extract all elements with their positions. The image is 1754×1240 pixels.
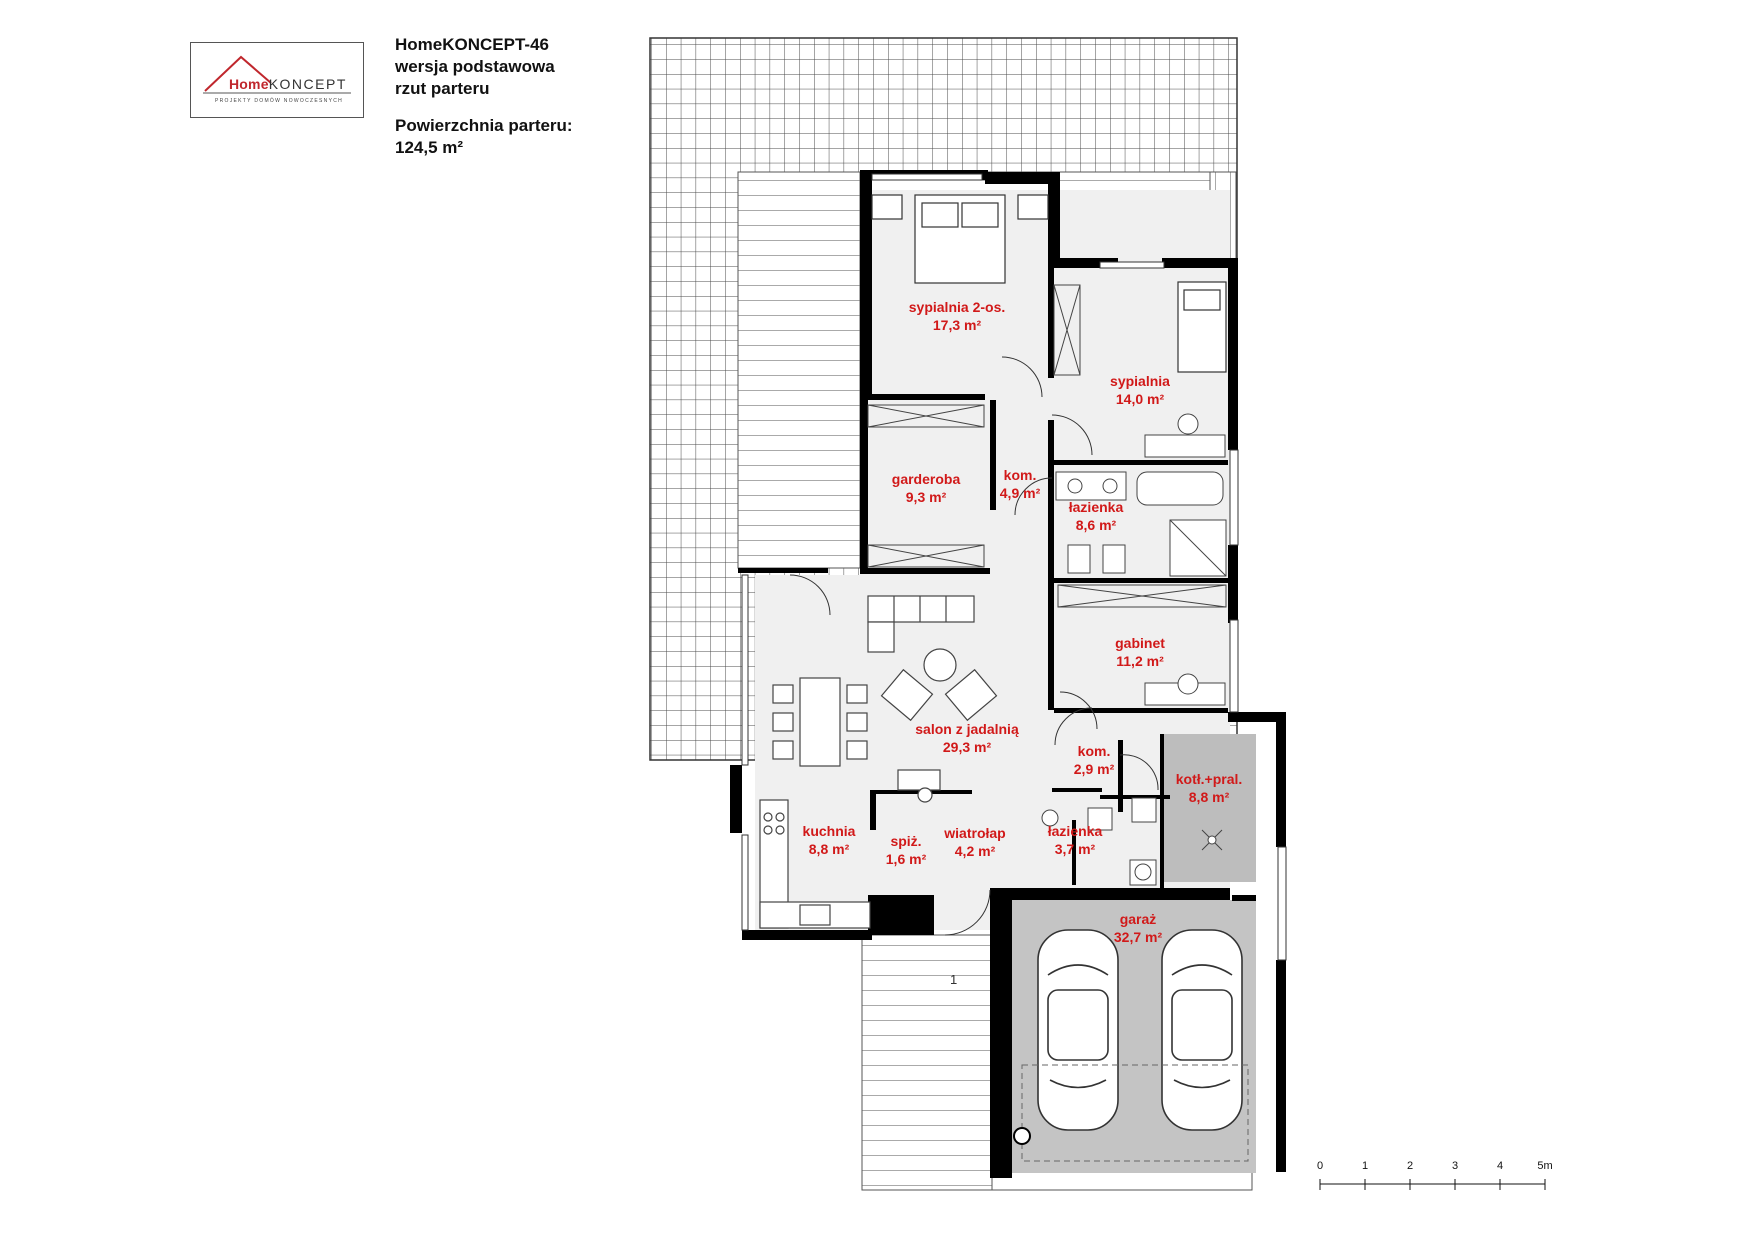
bathroom-fixtures (1041, 471, 1227, 831)
room-label-master-bedroom: sypialnia 2-os. 17,3 m² (909, 298, 1005, 334)
room-name: łazienka (1068, 499, 1124, 515)
room-label-vestibule: wiatrołap 4,2 m² (944, 824, 1005, 860)
scale-tick-label: 0 (1316, 1160, 1324, 1172)
room-area: 14,0 m² (1115, 391, 1165, 407)
boiler-room-fill (1160, 734, 1256, 882)
logo-wordmark: HomeKONCEPT (229, 76, 347, 92)
scale-tick-label: 3 (1451, 1160, 1459, 1172)
windows (741, 173, 1287, 961)
scale-tick-label: 1 (1361, 1160, 1369, 1172)
room-label-living-dining: salon z jadalnią 29,3 m² (915, 720, 1018, 756)
room-name: kom. (1003, 467, 1037, 483)
room-name: łazienka (1047, 823, 1103, 839)
room-label-hall-2: kom. 2,9 m² (1074, 742, 1114, 778)
room-name: sypialnia (1110, 373, 1170, 389)
room-label-office: gabinet 11,2 m² (1115, 634, 1165, 670)
logo-tagline: PROJEKTY DOMÓW NOWOCZESNYCH (214, 98, 344, 104)
room-label-kitchen: kuchnia 8,8 m² (803, 822, 856, 858)
room-label-garage: garaż 32,7 m² (1114, 910, 1162, 946)
room-area: 4,2 m² (954, 843, 996, 859)
coffee-table (923, 648, 957, 682)
sofa (867, 595, 975, 653)
dining-table (772, 677, 868, 767)
room-name: garaż (1119, 911, 1157, 927)
room-name: kuchnia (802, 823, 856, 839)
garage-door-line (1021, 1064, 1249, 1162)
room-name: wiatrołap (944, 825, 1006, 841)
room-area: 3,7 m² (1054, 841, 1096, 857)
room-label-hall-1: kom. 4,9 m² (1000, 466, 1040, 502)
house-roof-icon (203, 55, 351, 94)
title-block: HomeKONCEPT-46 wersja podstawowa rzut pa… (395, 34, 573, 159)
room-area: 8,6 m² (1075, 517, 1117, 533)
room-name: kotł.+pral. (1175, 771, 1243, 787)
room-label-bedroom: sypialnia 14,0 m² (1110, 372, 1170, 408)
area-value: 124,5 m² (395, 138, 464, 157)
room-area: 17,3 m² (932, 317, 982, 333)
room-area: 4,9 m² (999, 485, 1041, 501)
logo-brand-a: Home (229, 76, 269, 92)
room-label-boiler-laundry: kotł.+pral. 8,8 m² (1176, 770, 1243, 806)
brand-logo: HomeKONCEPT PROJEKTY DOMÓW NOWOCZESNYCH (190, 42, 364, 118)
boiler-room-fixtures (1129, 797, 1223, 886)
room-name: gabinet (1115, 635, 1165, 651)
room-area: 8,8 m² (808, 841, 850, 857)
armchairs (880, 668, 998, 722)
room-area: 32,7 m² (1113, 929, 1163, 945)
plan-view-name: rzut parteru (395, 79, 490, 98)
project-name: HomeKONCEPT-46 (395, 35, 549, 54)
project-variant: wersja podstawowa (395, 57, 555, 76)
garage-car-left (1037, 929, 1119, 1131)
scale-bar (1319, 1179, 1546, 1190)
bed-single (1177, 281, 1227, 373)
room-name: garderoba (891, 471, 961, 487)
room-name: sypialnia 2-os. (908, 299, 1006, 315)
bed-double (871, 194, 1049, 284)
room-name: salon z jadalnią (915, 721, 1019, 737)
stair-step-number: 1 (950, 972, 958, 987)
door-swings (789, 356, 1159, 936)
garage-drain (1013, 1127, 1031, 1145)
desks (1144, 413, 1226, 706)
room-area: 9,3 m² (905, 489, 947, 505)
room-label-bathroom-small: łazienka 3,7 m² (1048, 822, 1102, 858)
room-label-wardrobe: garderoba 9,3 m² (892, 470, 960, 506)
room-area: 2,9 m² (1073, 761, 1115, 777)
room-area: 8,8 m² (1188, 789, 1230, 805)
scale-tick-label: 5m (1537, 1160, 1553, 1172)
room-area: 11,2 m² (1116, 653, 1164, 669)
room-name: spiż. (890, 833, 922, 849)
room-area: 1,6 m² (885, 851, 927, 867)
scale-tick-label: 4 (1496, 1160, 1504, 1172)
area-label: Powierzchnia parteru: (395, 116, 573, 135)
room-area: 29,3 m² (942, 739, 992, 755)
room-name: kom. (1077, 743, 1111, 759)
scale-tick-label: 2 (1406, 1160, 1414, 1172)
wardrobes (867, 284, 1227, 608)
logo-brand-b: KONCEPT (268, 76, 347, 92)
room-label-bathroom-main: łazienka 8,6 m² (1069, 498, 1123, 534)
garage-car-right (1161, 929, 1243, 1131)
room-label-pantry: spiż. 1,6 m² (886, 832, 926, 868)
kitchen-counters (759, 769, 941, 929)
